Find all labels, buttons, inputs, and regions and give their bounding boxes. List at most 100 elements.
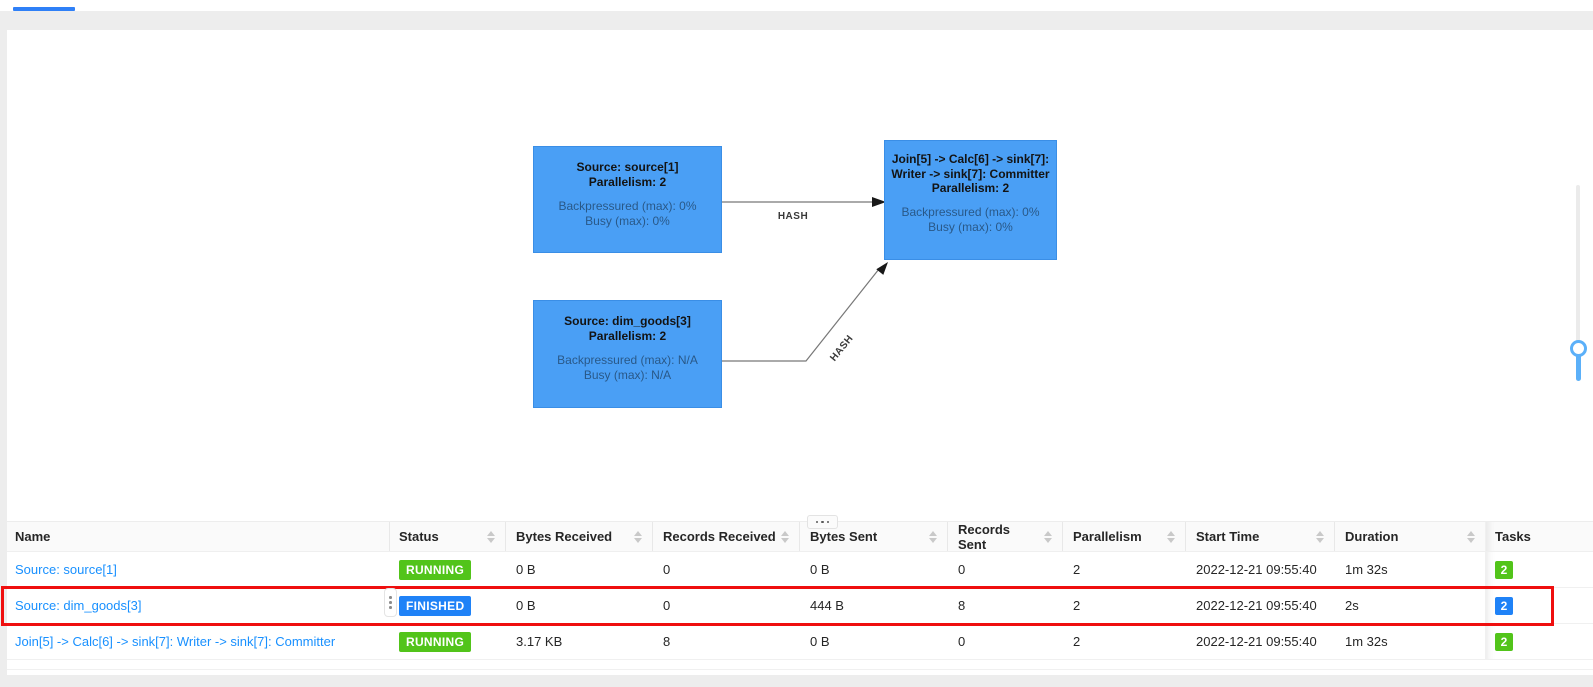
caret-up-icon (1467, 530, 1475, 536)
status-badge: RUNNING (399, 631, 472, 652)
column-header-records-sent[interactable]: Records Sent (948, 521, 1063, 552)
cell-bytes-sent: 444 B (810, 598, 844, 613)
vertex-link[interactable]: Source: dim_goods[3] (15, 598, 142, 613)
sorter-icon (487, 530, 495, 543)
ellipsis-dot-icon (389, 596, 392, 599)
zoom-slider-handle[interactable] (1570, 340, 1587, 357)
column-header-parallelism[interactable]: Parallelism (1063, 522, 1186, 551)
column-header-bytes-sent[interactable]: Bytes Sent (800, 522, 948, 551)
table-row-join-calc-sink[interactable]: Join[5] -> Calc[6] -> sink[7]: Writer ->… (7, 624, 1593, 660)
table-header: Name Status Bytes Received Records Recei… (7, 521, 1593, 552)
column-header-tasks: Tasks (1485, 522, 1593, 551)
node-parallelism: Parallelism: 2 (588, 174, 667, 189)
cell-start-time: 2022-12-21 09:55:40 (1196, 634, 1317, 649)
table-row-source-1[interactable]: Source: source[1] RUNNING 0 B 0 0 B 0 2 … (7, 552, 1593, 588)
cell-records-received: 8 (663, 634, 671, 649)
vertex-link[interactable]: Source: source[1] (15, 562, 117, 577)
tasks-count-badge: 2 (1495, 632, 1513, 651)
column-header-start-time[interactable]: Start Time (1186, 522, 1335, 551)
column-label: Bytes Sent (810, 529, 878, 544)
column-label: Start Time (1196, 529, 1260, 544)
ellipsis-dot-icon (821, 520, 824, 524)
status-badge: FINISHED (399, 595, 472, 616)
node-backpressure: Backpressured (max): N/A (557, 352, 698, 367)
caret-up-icon (634, 530, 642, 536)
cell-duration: 2s (1345, 598, 1359, 613)
cell-duration: 1m 32s (1345, 562, 1388, 577)
node-metrics: Backpressured (max): 0% Busy (max): 0% (885, 205, 1056, 235)
cell-name: Join[5] -> Calc[6] -> sink[7]: Writer ->… (7, 624, 390, 659)
column-label: Bytes Received (516, 529, 613, 544)
cell-tasks: 2 (1485, 588, 1593, 623)
cell-tasks: 2 (1485, 552, 1593, 587)
cell-bytes-received: 0 B (516, 598, 536, 613)
caret-up-icon (1316, 530, 1324, 536)
cell-status: RUNNING (390, 552, 506, 587)
column-label: Status (399, 529, 439, 544)
status-badge: RUNNING (399, 559, 472, 580)
node-name: Source: dim_goods[3] (564, 314, 691, 328)
ellipsis-dot-icon (389, 601, 392, 604)
sorter-icon (634, 530, 642, 543)
ellipsis-dot-icon (826, 520, 830, 524)
column-header-name: Name (7, 522, 390, 551)
node-parallelism: Parallelism: 2 (588, 328, 667, 343)
node-name: Writer -> sink[7]: Committer (891, 166, 1050, 181)
column-header-status[interactable]: Status (390, 522, 506, 551)
dag-node-source-1[interactable]: Source: source[1] Parallelism: 2 Backpre… (533, 146, 722, 253)
panel-resize-handle[interactable] (807, 515, 838, 529)
vertex-link[interactable]: Join[5] -> Calc[6] -> sink[7]: Writer ->… (15, 634, 336, 649)
cell-start-time: 2022-12-21 09:55:40 (1196, 562, 1317, 577)
caret-up-icon (1167, 530, 1175, 536)
cell-records-sent: 8 (958, 598, 966, 613)
zoom-slider-track[interactable] (1576, 185, 1580, 381)
column-resize-handle[interactable] (384, 588, 397, 617)
cell-records-sent: 0 (958, 562, 966, 577)
node-name: Source: source[1] (576, 160, 679, 174)
column-label: Duration (1345, 529, 1399, 544)
cell-parallelism: 2 (1073, 562, 1081, 577)
node-metrics: Backpressured (max): 0% Busy (max): 0% (534, 199, 721, 229)
cell-bytes-sent: 0 B (810, 562, 830, 577)
caret-down-icon (1167, 537, 1175, 543)
cell-records-sent: 0 (958, 634, 966, 649)
column-label: Records Received (663, 529, 776, 544)
sorter-icon (1316, 530, 1324, 543)
tab-bar-bottom (0, 0, 1593, 11)
cell-name: Source: dim_goods[3] (7, 588, 390, 623)
column-label: Tasks (1495, 529, 1531, 544)
tasks-count-badge: 2 (1495, 596, 1513, 615)
cell-bytes-received: 0 B (516, 562, 536, 577)
node-backpressure: Backpressured (max): 0% (558, 198, 697, 213)
cell-bytes-sent: 0 B (810, 634, 830, 649)
caret-up-icon (929, 530, 937, 536)
node-busy: Busy (max): 0% (928, 220, 1013, 234)
cell-duration: 1m 32s (1345, 634, 1388, 649)
ellipsis-dot-icon (389, 606, 392, 609)
dag-node-join-calc-sink[interactable]: Join[5] -> Calc[6] -> sink[7]: Writer ->… (884, 140, 1057, 260)
cell-start-time: 2022-12-21 09:55:40 (1196, 598, 1317, 613)
table-row-dim-goods[interactable]: Source: dim_goods[3] FINISHED 0 B 0 444 … (7, 588, 1593, 624)
cell-parallelism: 2 (1073, 634, 1081, 649)
sorter-icon (1467, 530, 1475, 543)
sorter-icon (1044, 530, 1052, 543)
column-label: Records Sent (958, 521, 1011, 552)
node-busy: Busy (max): N/A (583, 367, 672, 382)
cell-tasks: 2 (1485, 624, 1593, 659)
caret-up-icon (1044, 530, 1052, 536)
caret-down-icon (929, 537, 937, 543)
table-horizontal-scroll-area[interactable] (7, 660, 1593, 670)
column-label: Parallelism (1073, 529, 1142, 544)
column-header-duration[interactable]: Duration (1335, 522, 1485, 551)
node-name: Join[5] -> Calc[6] -> sink[7]: (891, 152, 1050, 166)
zoom-slider-fill (1576, 351, 1581, 381)
ellipsis-dot-icon (815, 520, 819, 524)
column-header-bytes-received[interactable]: Bytes Received (506, 522, 653, 551)
cell-records-received: 0 (663, 562, 671, 577)
vertices-table: Name Status Bytes Received Records Recei… (7, 521, 1593, 670)
column-header-records-received[interactable]: Records Received (653, 522, 800, 551)
dag-node-source-dim-goods[interactable]: Source: dim_goods[3] Parallelism: 2 Back… (533, 300, 722, 408)
cell-status: RUNNING (390, 624, 506, 659)
cell-bytes-received: 3.17 KB (516, 634, 563, 649)
cell-status: FINISHED (390, 588, 506, 623)
